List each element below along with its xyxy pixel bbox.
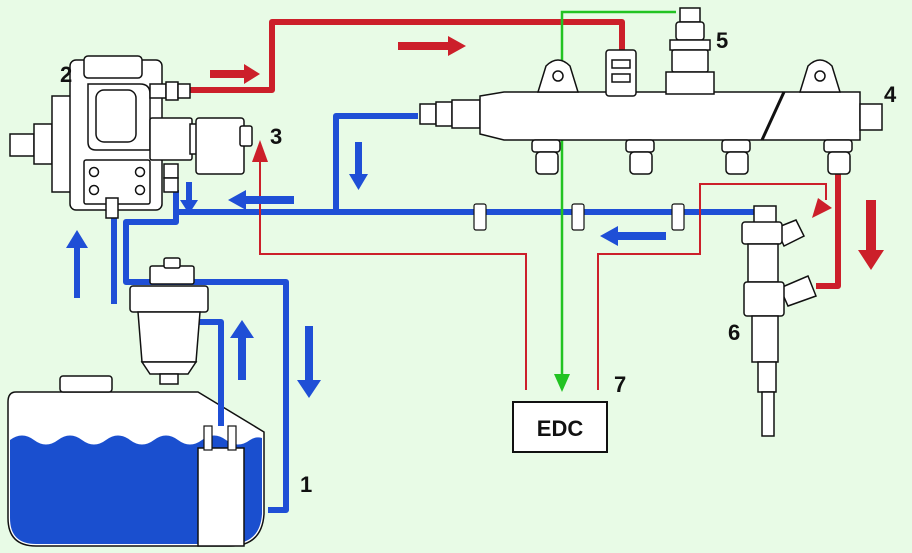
label-pump-control-valve: 3 [270, 124, 282, 149]
flow-arrows-high-pressure [210, 36, 884, 270]
rail-pressure-sensor [665, 7, 715, 95]
component-labels: 1 2 3 4 5 6 7 [60, 28, 897, 497]
filler-cap [59, 375, 113, 393]
injector [741, 205, 817, 437]
label-rail-pressure-sensor: 5 [716, 28, 728, 53]
edc-unit: EDC [512, 401, 608, 453]
pump-valve-wire [259, 156, 527, 390]
arrow-pump-return-down [180, 182, 198, 214]
rail-sensor-wire [560, 10, 676, 380]
label-common-rail: 4 [884, 82, 897, 107]
sensor-arrow-head [554, 374, 570, 392]
label-injector: 6 [728, 320, 740, 345]
label-tank-return-line: 1 [300, 472, 312, 497]
pump-control-valve [189, 117, 253, 175]
common-rail [419, 49, 883, 175]
control-wires [259, 10, 827, 390]
high-pressure-lines [190, 19, 841, 289]
return-line-clips [473, 203, 685, 231]
rail-to-injector-line [816, 172, 841, 289]
arrow-rail-return-down [349, 142, 368, 190]
tank-sender-unit [197, 447, 245, 547]
arrow-pump-out [210, 64, 260, 84]
rail-return-line [333, 113, 418, 212]
arrow-injector-return-left [600, 226, 666, 246]
control-arrow-head-injector [812, 198, 832, 218]
edc-box-text: EDC [537, 416, 584, 441]
arrow-tank-return-down [297, 326, 321, 398]
control-arrow-head-valve [252, 140, 268, 162]
flow-arrows-low-pressure [66, 142, 666, 398]
arrow-tank-feed-up [230, 320, 254, 380]
high-pressure-pump [9, 55, 193, 219]
label-high-pressure-pump: 2 [60, 62, 72, 87]
fuel-filter [129, 257, 209, 385]
pump-to-rail-line [190, 19, 625, 93]
injector-wire [597, 183, 827, 390]
arrow-injector-feed [858, 200, 884, 270]
arrow-return-left [228, 190, 294, 210]
arrow-rail-feed [398, 36, 466, 56]
fuel-tank [7, 375, 265, 547]
return-line-tank [123, 190, 289, 513]
arrow-pump-feed-up [66, 230, 88, 298]
label-edc-unit: 7 [614, 372, 626, 397]
